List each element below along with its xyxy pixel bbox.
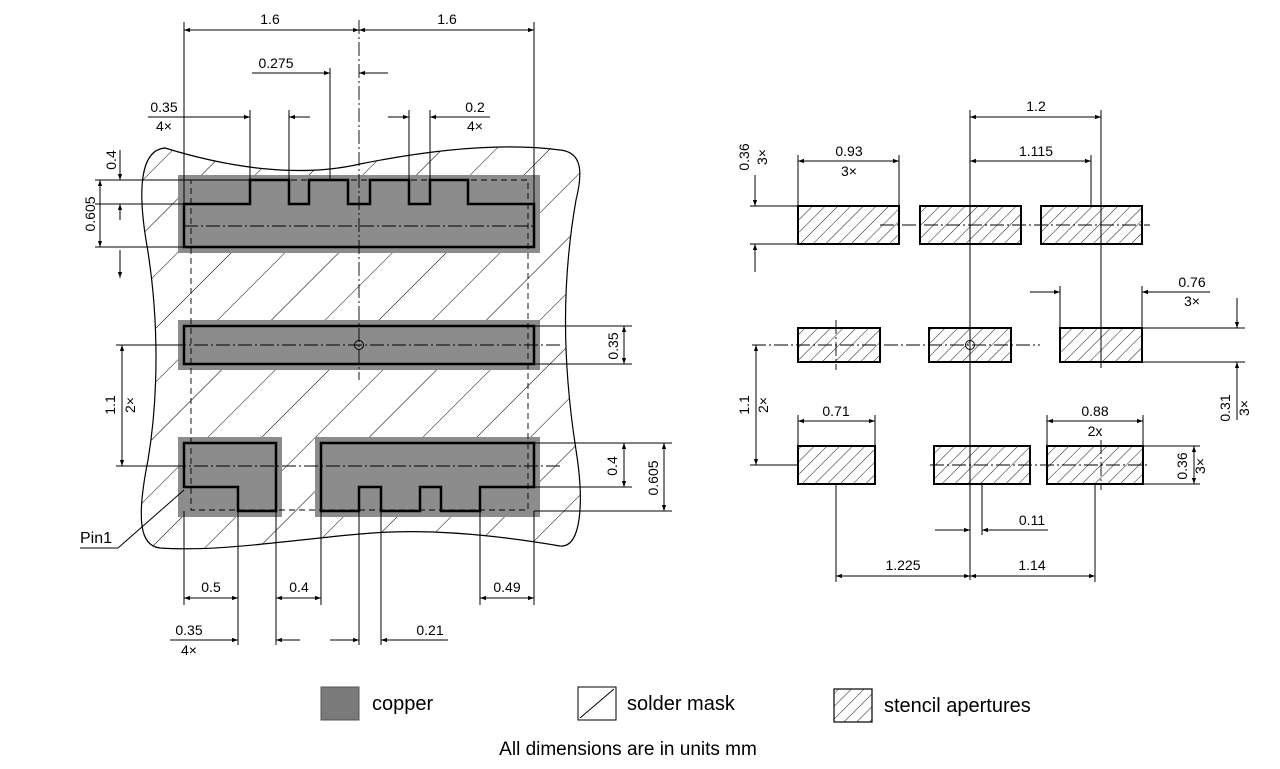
- legend-copper-swatch: [320, 686, 360, 721]
- dim-w-088: 0.88: [1081, 403, 1108, 419]
- dim-right-035: 0.35: [605, 332, 621, 359]
- dim-left-04: 0.4: [103, 150, 119, 170]
- dim-r-pitch-11-count: 2×: [755, 397, 771, 413]
- dim-w-1225: 1.225: [885, 557, 920, 573]
- left-view: 1.6 1.6 0.275 0.35 4× 0.2 4× 0.4 0.605 1…: [80, 11, 672, 658]
- dim-tab-02-count: 4×: [467, 118, 483, 134]
- legend-copper-label: copper: [372, 693, 433, 715]
- dim-h-036b: 0.36: [1174, 452, 1190, 479]
- dim-tab-035: 0.35: [150, 99, 177, 115]
- dim-tab-035-count: 4×: [156, 118, 172, 134]
- dim-w-071: 0.71: [822, 403, 849, 419]
- legend-solder-mask-label: solder mask: [627, 693, 736, 715]
- dim-w-114: 1.14: [1018, 557, 1045, 573]
- footnote: All dimensions are in units mm: [499, 739, 757, 760]
- dim-bottom-021: 0.21: [416, 622, 443, 638]
- dim-w-12: 1.2: [1026, 98, 1046, 114]
- dim-pitch-11-count: 2×: [122, 397, 138, 413]
- dim-w-093-count: 3×: [841, 163, 857, 179]
- pin1-label: Pin1: [80, 530, 112, 547]
- dim-w-011: 0.11: [1019, 512, 1045, 528]
- dim-h-036-count: 3×: [754, 149, 770, 165]
- dim-right-04: 0.4: [604, 456, 620, 476]
- legend-stencil-swatch: [833, 688, 873, 723]
- dim-h-036: 0.36: [736, 143, 752, 170]
- dim-left-0605: 0.605: [82, 196, 98, 231]
- dim-right-0605: 0.605: [645, 460, 661, 495]
- dim-pitch-11: 1.1: [102, 395, 118, 415]
- dim-w-1115: 1.115: [1019, 143, 1053, 159]
- dim-tab-02: 0.2: [465, 99, 485, 115]
- legend-stencil-label: stencil apertures: [884, 695, 1031, 717]
- dim-bottom-035-count: 4×: [181, 642, 197, 658]
- dim-top-left-width: 1.6: [260, 11, 280, 27]
- right-view: 1.2 1.115 0.93 3× 0.36 3× 0.76 3× 0.31 3…: [736, 98, 1252, 582]
- dim-bottom-04: 0.4: [289, 579, 309, 595]
- dim-top-right-width: 1.6: [437, 11, 457, 27]
- dim-r-pitch-11: 1.1: [736, 395, 752, 415]
- dim-offset-0275: 0.275: [258, 55, 293, 71]
- dim-bottom-049: 0.49: [493, 579, 520, 595]
- dim-w-076: 0.76: [1178, 274, 1205, 290]
- dim-h-031-count: 3×: [1236, 400, 1252, 416]
- dim-w-076-count: 3×: [1184, 293, 1200, 309]
- dim-bottom-05: 0.5: [201, 579, 221, 595]
- dim-h-031: 0.31: [1217, 394, 1233, 421]
- dim-w-093: 0.93: [835, 143, 862, 159]
- dim-h-036b-count: 3×: [1192, 458, 1208, 474]
- dim-w-088-count: 2x: [1088, 423, 1103, 439]
- dim-bottom-035: 0.35: [175, 622, 202, 638]
- legend: copper solder mask stencil apertures: [320, 686, 1031, 723]
